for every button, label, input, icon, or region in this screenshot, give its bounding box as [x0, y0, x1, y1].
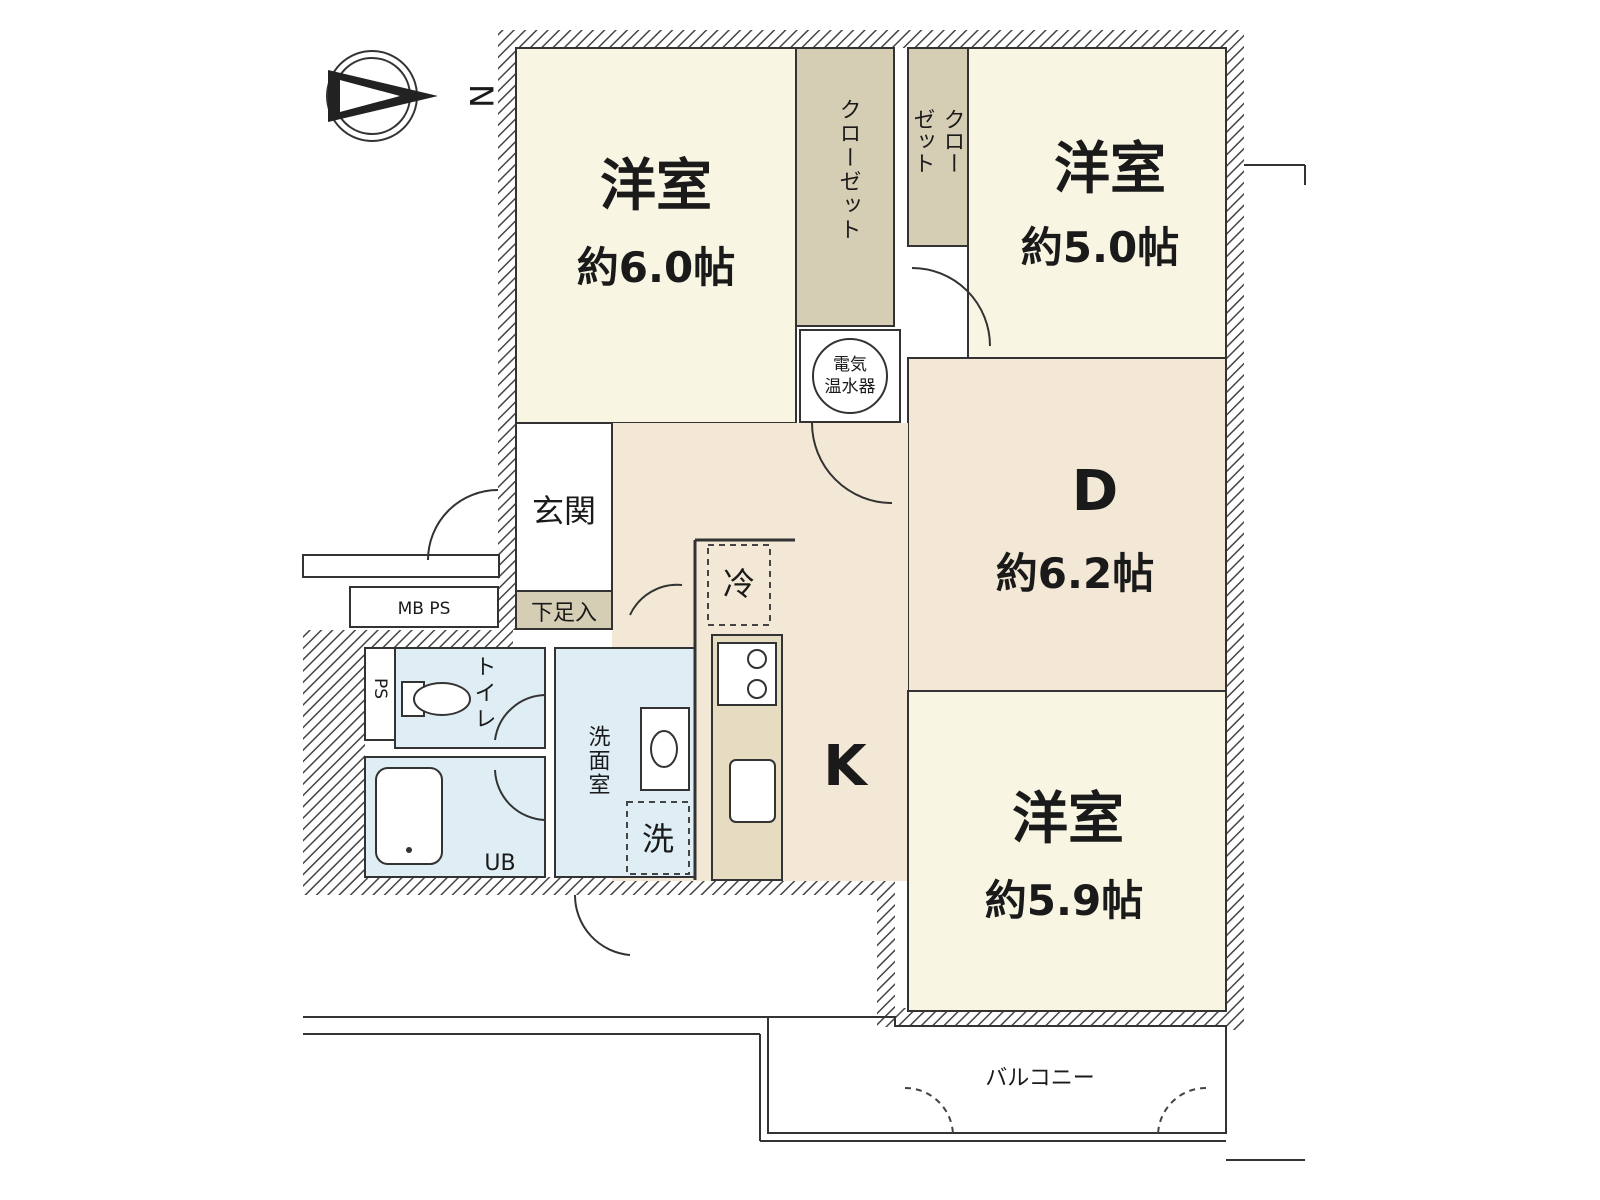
room-name-western-6-0: 洋室	[600, 154, 712, 219]
entry-canopy	[302, 554, 500, 578]
room-name-western-5-9: 洋室	[1012, 787, 1124, 852]
ps-label: PS	[370, 678, 390, 699]
western-room-6-0	[515, 47, 797, 424]
evacuation-hatch-icon	[904, 1087, 954, 1136]
washer-label: 洗	[642, 820, 674, 858]
room-size-dining: 約6.2帖	[996, 549, 1154, 598]
burner-icon	[747, 649, 767, 669]
fridge-space-icon	[707, 544, 771, 626]
evacuation-hatch-icon	[1157, 1087, 1207, 1136]
washer-space-icon	[626, 801, 690, 875]
dining-area	[907, 357, 1227, 692]
unit-bath-label: UB	[484, 851, 515, 876]
mb-ps-label: MB PS	[398, 599, 451, 619]
toilet-label: トイレ	[471, 655, 496, 733]
door-swing	[494, 769, 546, 821]
room-name-dining: D	[1072, 459, 1118, 524]
water-heater-label-2: 温水器	[825, 377, 876, 397]
water-heater-label-1: 電気	[833, 355, 867, 375]
room-size-western-5-9: 約5.9帖	[985, 876, 1143, 925]
toilet-bowl-icon	[413, 682, 471, 716]
water-heater-icon	[812, 338, 888, 414]
room-name-kitchen: K	[823, 734, 869, 799]
closet-small-label-col2: クロー	[940, 108, 965, 174]
washbasin-bowl-icon	[650, 730, 678, 768]
burner-icon	[747, 679, 767, 699]
western-room-5-9	[907, 690, 1227, 1012]
balcony-label: バルコニー	[985, 1066, 1095, 1091]
washroom-label: 洗面室	[585, 725, 611, 797]
bathtub-drain-icon	[406, 847, 412, 853]
room-size-western-5-0: 約5.0帖	[1021, 223, 1179, 272]
western-room-5-0	[967, 47, 1227, 359]
closet-small	[907, 47, 969, 247]
shoe-box	[515, 590, 613, 630]
compass: N	[326, 50, 500, 142]
compass-north-label: N	[462, 84, 500, 108]
fridge-label: 冷	[723, 565, 755, 603]
front-door-swing	[427, 489, 499, 561]
stove-icon	[717, 642, 777, 706]
bathtub-icon	[375, 767, 443, 865]
room-name-western-5-0: 洋室	[1054, 137, 1166, 202]
closet-small-label-col1: ゼット	[910, 108, 935, 174]
door-swing	[629, 583, 683, 616]
door-swing	[573, 894, 631, 956]
closet-large-label: クローゼット	[836, 98, 861, 242]
closet-large	[795, 47, 895, 327]
mb-ps-box	[349, 586, 499, 628]
washbasin-icon	[640, 707, 690, 791]
balcony-outline	[303, 1016, 1227, 1134]
door-swing	[811, 422, 893, 504]
entrance	[515, 422, 613, 592]
door-swing	[494, 694, 546, 741]
compass-needle-inner	[340, 80, 400, 112]
kitchen-sink-icon	[729, 759, 776, 823]
entrance-label: 玄関	[532, 492, 596, 530]
door-swing	[911, 267, 991, 347]
shoe-box-label: 下足入	[531, 601, 597, 626]
room-size-western-6-0: 約6.0帖	[577, 243, 735, 292]
outer-walls	[303, 30, 1244, 1030]
